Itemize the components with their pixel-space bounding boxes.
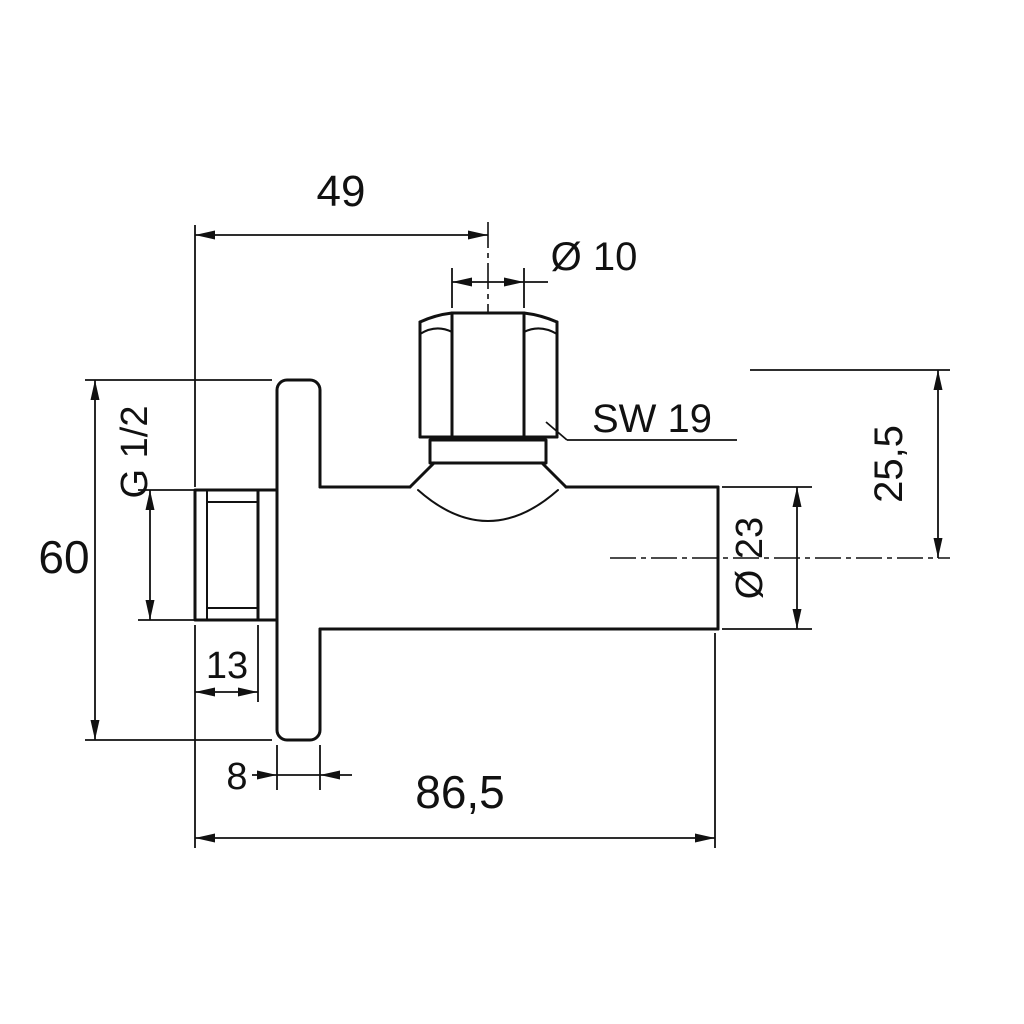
valve-body bbox=[318, 461, 720, 631]
arrow-down-icon bbox=[792, 609, 802, 629]
arrow-down-icon bbox=[145, 600, 155, 620]
dimension-inlet-thread: G 1/2 bbox=[114, 406, 195, 621]
arrow-down-icon bbox=[933, 538, 943, 558]
dimension-thread-length: 13 bbox=[194, 625, 259, 848]
stem-collar bbox=[428, 438, 548, 465]
dim-label-rosette-diameter: 60 bbox=[38, 531, 89, 583]
arrow-right-icon bbox=[238, 687, 258, 697]
arrow-up-icon bbox=[792, 487, 802, 507]
dim-label-wrench-size: SW 19 bbox=[592, 397, 712, 441]
dimension-outlet-offset: 49 bbox=[194, 167, 488, 487]
dimension-rosette-thickness: 8 bbox=[226, 745, 352, 798]
arrow-up-icon bbox=[933, 370, 943, 390]
arrow-right-icon bbox=[504, 277, 524, 287]
arrow-up-icon bbox=[90, 380, 100, 400]
hex-nut bbox=[418, 311, 559, 439]
arrow-right-icon bbox=[468, 230, 488, 240]
arrow-left-icon bbox=[195, 687, 215, 697]
callout-wrench-size: SW 19 bbox=[545, 397, 737, 441]
dimension-overall-length: 86,5 bbox=[195, 633, 716, 848]
dimension-outlet-height: 25,5 bbox=[750, 369, 950, 558]
dimension-body-diameter: Ø 23 bbox=[722, 486, 812, 630]
dimension-rosette-diameter: 60 bbox=[38, 379, 272, 741]
arrow-right-icon bbox=[257, 770, 277, 780]
arrow-left-icon bbox=[452, 277, 472, 287]
centerlines bbox=[487, 222, 950, 559]
arrow-left-icon bbox=[320, 770, 340, 780]
arrow-left-icon bbox=[195, 833, 215, 843]
dim-label-overall-length: 86,5 bbox=[415, 766, 505, 818]
arrow-left-icon bbox=[195, 230, 215, 240]
dim-label-outlet-height: 25,5 bbox=[867, 425, 911, 503]
dim-label-outlet-diameter: Ø 10 bbox=[551, 235, 638, 279]
dim-label-inlet-thread: G 1/2 bbox=[114, 406, 156, 499]
wall-rosette bbox=[275, 378, 322, 742]
arrow-down-icon bbox=[90, 720, 100, 740]
dimension-outlet-diameter: Ø 10 bbox=[451, 235, 638, 308]
dim-label-body-diameter: Ø 23 bbox=[729, 517, 771, 599]
arrow-right-icon bbox=[695, 833, 715, 843]
dim-label-outlet-offset: 49 bbox=[317, 167, 366, 216]
inlet-thread-connector bbox=[193, 488, 279, 622]
dim-label-rosette-thickness: 8 bbox=[226, 756, 247, 798]
dim-label-thread-length: 13 bbox=[206, 645, 248, 687]
arrow-up-icon bbox=[145, 490, 155, 510]
